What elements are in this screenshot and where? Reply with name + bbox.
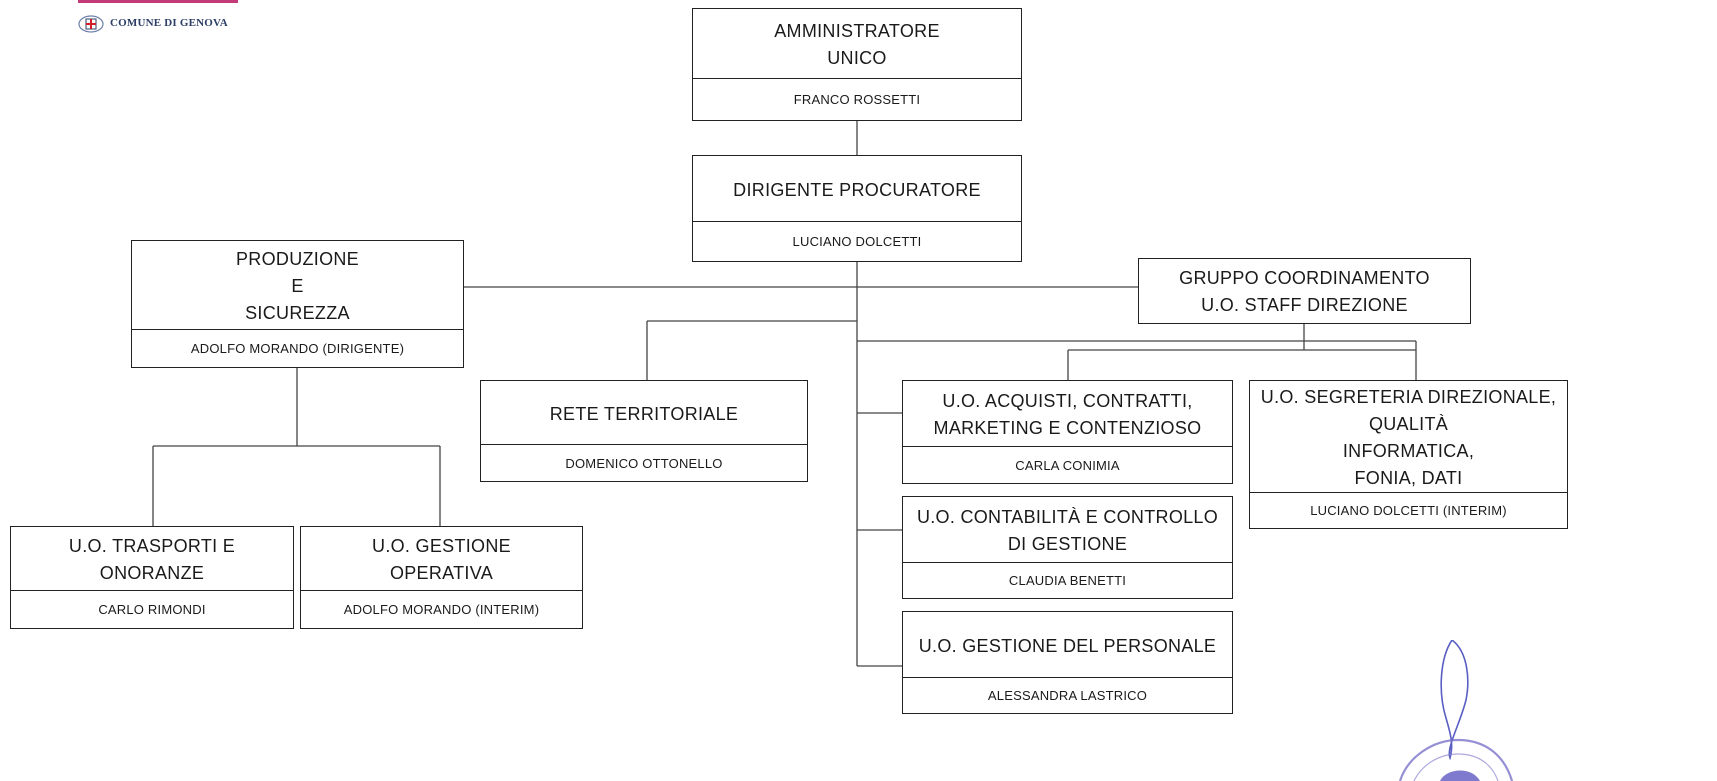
box-title: RETE TERRITORIALE xyxy=(549,403,739,424)
box-person-name: LUCIANO DOLCETTI (INTERIM) xyxy=(1250,492,1567,528)
box-person-name: ALESSANDRA LASTRICO xyxy=(903,677,1232,713)
box-dirigente-procuratore: DIRIGENTE PROCURATORE LUCIANO DOLCETTI xyxy=(692,155,1022,262)
box-gruppo-coordinamento: GRUPPO COORDINAMENTO U.O. STAFF DIREZION… xyxy=(1138,258,1471,324)
org-name: COMUNE DI GENOVA xyxy=(110,17,228,29)
box-produzione-sicurezza: PRODUZIONE E SICUREZZA ADOLFO MORANDO (D… xyxy=(131,240,464,368)
box-person-name: DOMENICO OTTONELLO xyxy=(481,444,807,481)
box-uo-segreteria-direzionale: U.O. SEGRETERIA DIREZIONALE, QUALITÀ INF… xyxy=(1249,380,1568,529)
box-uo-acquisti: U.O. ACQUISTI, CONTRATTI, MARKETING E CO… xyxy=(902,380,1233,484)
signature-stamp xyxy=(1398,640,1514,781)
box-person-name: CARLA CONIMIA xyxy=(903,446,1232,483)
box-title: PRODUZIONE E SICUREZZA xyxy=(235,249,359,323)
box-person-name: ADOLFO MORANDO (INTERIM) xyxy=(301,590,582,628)
box-uo-gestione-operativa: U.O. GESTIONE OPERATIVA ADOLFO MORANDO (… xyxy=(300,526,583,629)
box-person-name: CARLO RIMONDI xyxy=(11,590,293,628)
box-title: U.O. GESTIONE DEL PERSONALE xyxy=(918,635,1217,656)
box-amministratore-unico: AMMINISTRATORE UNICO FRANCO ROSSETTI xyxy=(692,8,1022,121)
box-title: U.O. SEGRETERIA DIREZIONALE, QUALITÀ INF… xyxy=(1260,387,1557,488)
box-uo-gestione-personale: U.O. GESTIONE DEL PERSONALE ALESSANDRA L… xyxy=(902,611,1233,714)
box-uo-trasporti-onoranze: U.O. TRASPORTI E ONORANZE CARLO RIMONDI xyxy=(10,526,294,629)
genova-crest-icon xyxy=(78,15,104,33)
box-person-name: LUCIANO DOLCETTI xyxy=(693,221,1021,261)
box-title: U.O. TRASPORTI E ONORANZE xyxy=(68,536,236,583)
box-title: DIRIGENTE PROCURATORE xyxy=(733,179,981,200)
brand-bar xyxy=(78,0,238,3)
box-title: U.O. ACQUISTI, CONTRATTI, MARKETING E CO… xyxy=(933,391,1202,438)
box-rete-territoriale: RETE TERRITORIALE DOMENICO OTTONELLO xyxy=(480,380,808,482)
box-person-name: FRANCO ROSSETTI xyxy=(693,78,1021,120)
comune-di-genova-logo: COMUNE DI GENOVA xyxy=(78,0,278,40)
box-title: AMMINISTRATORE UNICO xyxy=(774,21,940,68)
box-title: U.O. GESTIONE OPERATIVA xyxy=(372,536,511,583)
box-person-name: CLAUDIA BENETTI xyxy=(903,562,1232,598)
box-uo-contabilita: U.O. CONTABILITÀ E CONTROLLO DI GESTIONE… xyxy=(902,496,1233,599)
box-person-name: ADOLFO MORANDO (DIRIGENTE) xyxy=(132,329,463,367)
box-title: GRUPPO COORDINAMENTO U.O. STAFF DIREZION… xyxy=(1179,268,1430,315)
box-title: U.O. CONTABILITÀ E CONTROLLO DI GESTIONE xyxy=(916,507,1219,554)
